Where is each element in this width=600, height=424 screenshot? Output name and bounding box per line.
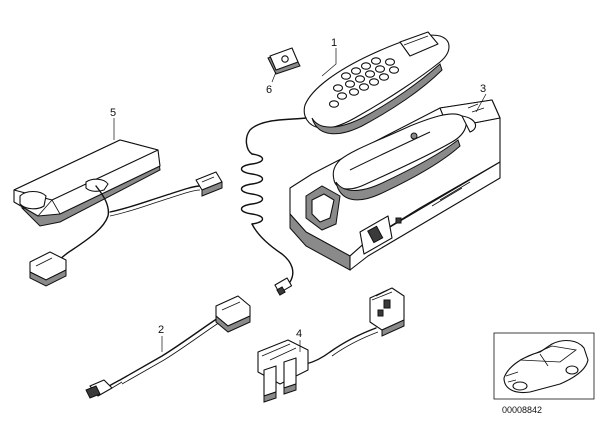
car-icon xyxy=(503,339,589,394)
callout-1: 1 xyxy=(331,37,337,49)
part-6-plate[interactable] xyxy=(267,47,301,83)
document-number: 00008842 xyxy=(502,405,542,415)
part-4-adapter[interactable] xyxy=(257,287,405,403)
part-5-module[interactable] xyxy=(13,118,161,227)
part-3-cradle[interactable] xyxy=(289,93,501,271)
callout-4: 4 xyxy=(296,328,302,340)
callout-5: 5 xyxy=(110,107,116,119)
callout-6: 6 xyxy=(266,84,272,96)
vehicle-inset xyxy=(493,332,595,400)
handset-keypad xyxy=(328,57,400,108)
callout-3: 3 xyxy=(480,83,486,95)
part-2-cable[interactable] xyxy=(85,295,251,399)
handset-coil-cable[interactable] xyxy=(240,117,307,296)
callout-2: 2 xyxy=(158,324,164,336)
part-5-harness[interactable] xyxy=(29,171,223,287)
part-1-handset[interactable] xyxy=(303,31,450,135)
